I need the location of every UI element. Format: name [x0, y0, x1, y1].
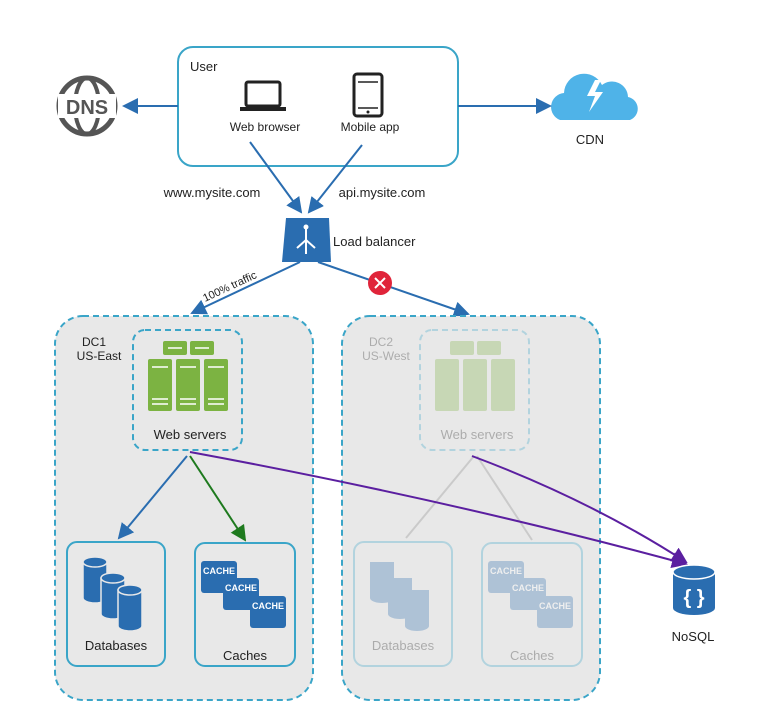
nosql-icon: { }: [672, 564, 716, 615]
web-servers-icon: [435, 341, 515, 411]
cache-tag: CACHE: [539, 601, 571, 611]
dc2-datacenter: DC2 US-West Web servers Databases CACHE …: [341, 315, 601, 701]
dc2-web-servers-label: Web servers: [441, 427, 514, 442]
cache-tag: CACHE: [203, 566, 235, 576]
caches-icon: CACHE CACHE CACHE: [488, 561, 573, 628]
dc2-caches-label: Caches: [510, 648, 555, 663]
dc1-to-nosql-arrow: [189, 451, 688, 569]
web-to-cache-arrow: [189, 455, 247, 542]
dns-label: DNS: [66, 97, 108, 119]
error-x-icon: [368, 271, 392, 295]
lb-to-dc1-arrow: [190, 261, 301, 315]
svg-text:{ }: { }: [683, 587, 704, 609]
cache-tag: CACHE: [225, 583, 257, 593]
databases-icon: [370, 562, 429, 631]
nosql-label: NoSQL: [672, 629, 715, 644]
cache-tag: CACHE: [512, 583, 544, 593]
mobile-phone-icon: [352, 72, 384, 118]
api-route-label: api.mysite.com: [339, 185, 426, 200]
mobile-to-lb-arrow: [307, 144, 363, 214]
traffic-label: 100% traffic: [201, 269, 259, 305]
dc2-web-to-cache-arrow: [476, 455, 533, 541]
load-balancer-icon: [282, 218, 331, 262]
databases-icon: [82, 556, 143, 632]
dc1-name: DC1: [82, 335, 106, 349]
dc1-web-servers-label: Web servers: [154, 427, 227, 442]
cache-tag: CACHE: [252, 601, 284, 611]
web-servers-icon: [148, 341, 228, 411]
lb-to-dc2-arrow: [317, 261, 470, 317]
dc2-region: US-West: [362, 349, 410, 363]
web-browser-label: Web browser: [230, 120, 300, 134]
web-to-db-arrow: [117, 455, 188, 540]
user-title: User: [190, 59, 218, 74]
dc1-region: US-East: [77, 349, 122, 363]
dc2-to-nosql-arrow: [471, 455, 688, 564]
dc1-datacenter: DC1 US-East Web servers Databases CACHE …: [54, 315, 314, 701]
cache-tag: CACHE: [490, 566, 522, 576]
caches-label: Caches: [223, 648, 268, 663]
dc2-databases-label: Databases: [372, 638, 435, 653]
databases-label: Databases: [85, 638, 148, 653]
caches-icon: CACHE CACHE CACHE: [201, 561, 286, 628]
cdn-label: CDN: [576, 132, 604, 147]
dc2-name: DC2: [369, 335, 393, 349]
cdn-cloud-icon: [551, 73, 638, 120]
dns-globe-icon: DNS: [56, 75, 118, 137]
dc2-web-to-db-arrow: [405, 455, 475, 539]
laptop-icon: [240, 80, 286, 111]
user-group: User Web browser Mobile app: [177, 46, 459, 167]
mobile-app-label: Mobile app: [341, 120, 400, 134]
load-balancer-label: Load balancer: [333, 234, 416, 249]
www-route-label: www.mysite.com: [163, 185, 261, 200]
browser-to-lb-arrow: [249, 141, 303, 214]
